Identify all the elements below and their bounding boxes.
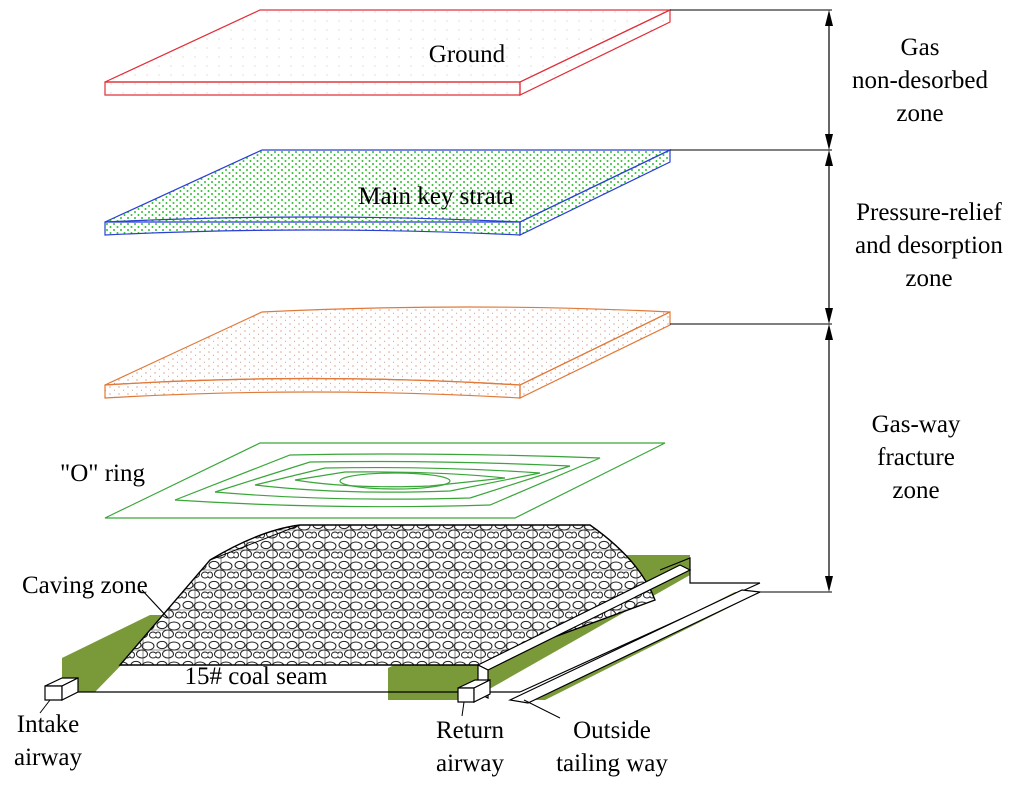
caving-zone-leader <box>141 589 169 619</box>
o-ring-layer: "O" ring <box>60 442 666 519</box>
intake-airway-box <box>44 677 79 701</box>
tailing-way-leader <box>523 699 561 719</box>
return-airway-label-1: Return <box>436 717 505 744</box>
non-desorbed-zone-line-3: zone <box>896 100 943 127</box>
non-desorbed-zone-line-2: non-desorbed <box>852 67 989 94</box>
coal-seam-label: 15# coal seam <box>184 663 328 690</box>
ground-layer: Ground <box>104 9 671 96</box>
ground-label: Ground <box>429 41 506 68</box>
overburden-stratum-layer <box>104 306 671 399</box>
zone-boundaries <box>670 9 832 593</box>
return-airway-leader <box>461 701 465 717</box>
main-key-strata-label: Main key strata <box>358 183 514 210</box>
intake-airway-label-2: airway <box>14 744 83 771</box>
non-desorbed-zone-line-1: Gas <box>901 34 940 61</box>
zone-labels: Gas non-desorbed zone Pressure-relief an… <box>852 34 1003 504</box>
zone-arrows <box>825 10 833 592</box>
pressure-relief-zone-line-2: and desorption <box>855 232 1003 259</box>
tailing-way-label-1: Outside <box>573 717 651 744</box>
return-airway-box <box>457 679 491 703</box>
caving-zone-label: Caving zone <box>22 572 148 599</box>
fracture-zone-line-2: fracture <box>877 444 955 471</box>
return-airway-label-2: airway <box>436 750 505 777</box>
o-ring-label: "O" ring <box>60 460 145 487</box>
main-key-strata-layer: Main key strata <box>104 149 671 236</box>
intake-airway-leader <box>39 699 51 714</box>
fracture-zone-line-1: Gas-way <box>872 411 961 438</box>
intake-airway-label-1: Intake <box>17 711 79 738</box>
pressure-relief-zone-line-3: zone <box>905 265 952 292</box>
pressure-relief-zone-line-1: Pressure-relief <box>856 199 1002 226</box>
tailing-way-label-2: tailing way <box>556 750 668 777</box>
fracture-zone-line-3: zone <box>892 477 939 504</box>
